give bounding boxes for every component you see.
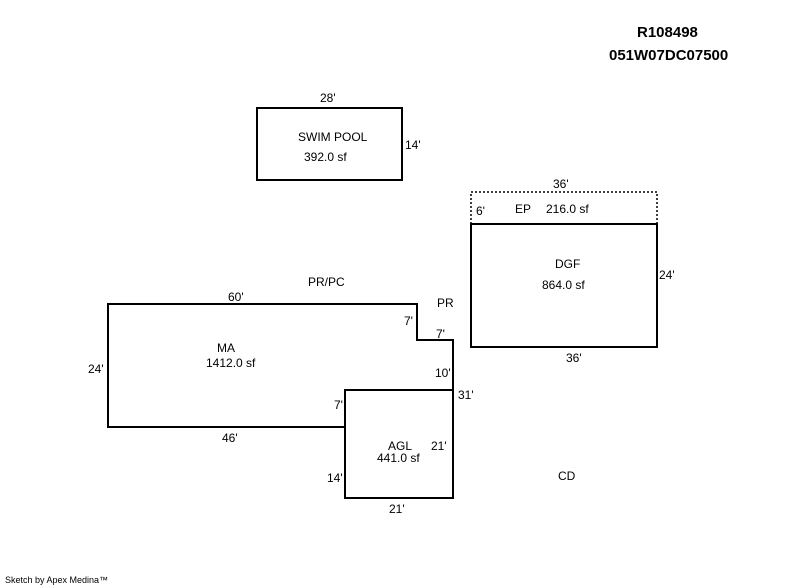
ma-dim-notch-horizontal: 7' (436, 327, 445, 341)
dgf-dim-bottom: 36' (566, 351, 582, 365)
ma-dim-bottom: 46' (222, 431, 238, 445)
agl-area: 441.0 sf (377, 451, 420, 465)
ma-dim-agl-join: 7' (334, 398, 343, 412)
ma-name: MA (217, 341, 235, 355)
swim-pool-dim-top: 28' (320, 91, 336, 105)
ma-dim-right-upper: 10' (435, 366, 451, 380)
swim-pool-area: 392.0 sf (304, 150, 347, 164)
ma-dim-left: 24' (88, 362, 104, 376)
sketch-credit: Sketch by Apex Medina™ (5, 575, 109, 585)
cd-label: CD (558, 469, 576, 483)
dgf-outline (470, 223, 658, 348)
dgf-dim-right: 24' (659, 268, 675, 282)
agl-outline (344, 389, 454, 499)
agl-dim-total-right: 31' (458, 388, 474, 402)
parcel-id: R108498 (637, 24, 698, 41)
swim-pool-name: SWIM POOL (298, 130, 368, 144)
ma-dim-notch-vertical: 7' (404, 314, 413, 328)
pr-label: PR (437, 296, 454, 310)
ma-outline (107, 303, 454, 428)
ep-dim-left: 6' (476, 204, 485, 218)
dgf-name: DGF (555, 257, 581, 271)
agl-dim-left: 14' (327, 471, 343, 485)
agl-dim-bottom: 21' (389, 502, 405, 516)
swim-pool-dim-right: 14' (405, 138, 421, 152)
pr-pc-label: PR/PC (308, 275, 345, 289)
dgf-area: 864.0 sf (542, 278, 585, 292)
ep-dim-top: 36' (553, 177, 569, 191)
swim-pool-outline (256, 107, 403, 181)
ma-dim-top: 60' (228, 290, 244, 304)
ep-outline (470, 191, 658, 225)
agl-name: AGL (388, 439, 413, 453)
agl-dim-right: 21' (431, 439, 447, 453)
map-number: 051W07DC07500 (609, 47, 729, 64)
ma-area: 1412.0 sf (206, 356, 256, 370)
ep-name: EP (515, 202, 532, 216)
ep-area: 216.0 sf (546, 202, 589, 216)
